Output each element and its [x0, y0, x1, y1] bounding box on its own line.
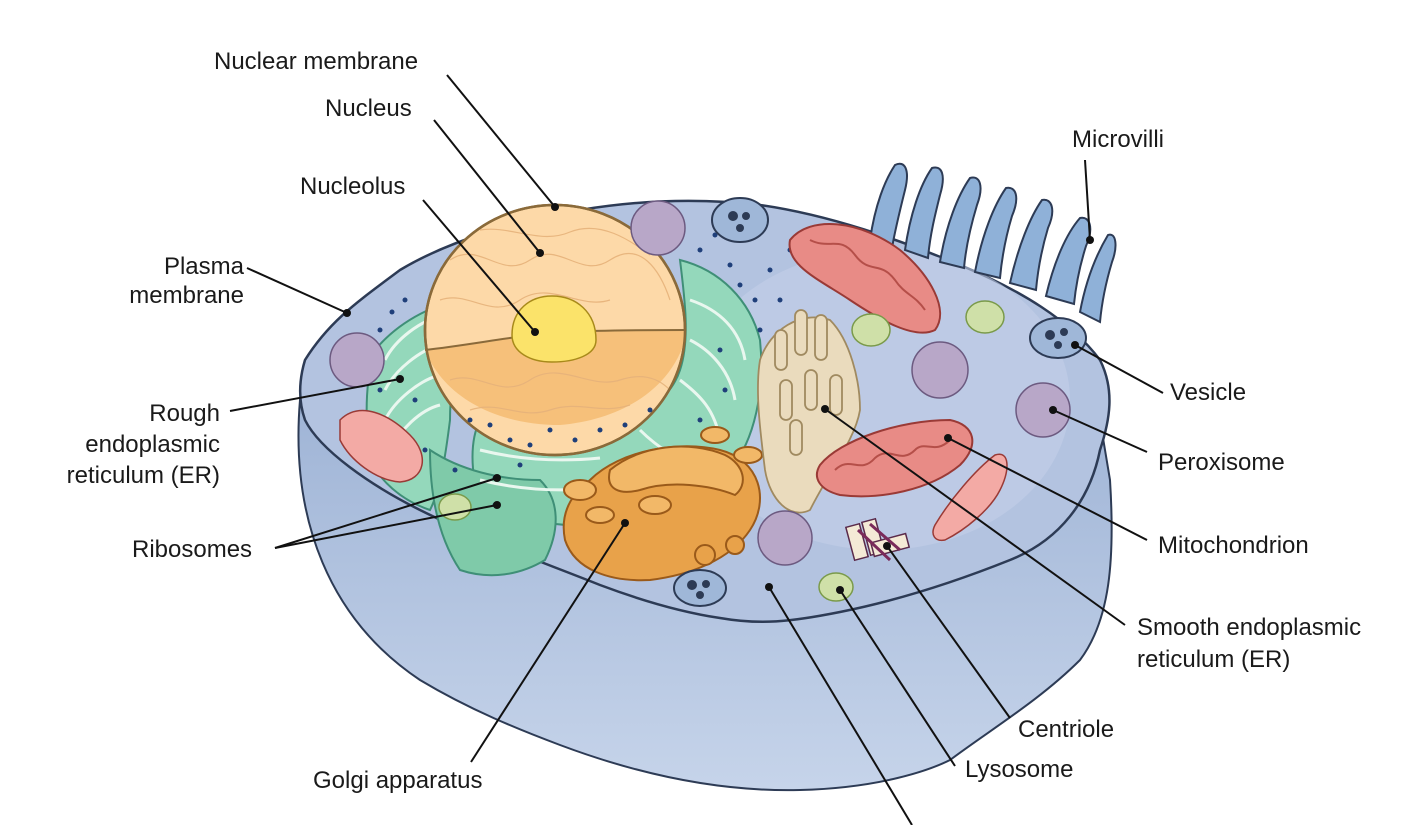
label-golgi-apparatus: Golgi apparatus	[313, 767, 483, 794]
mitochondria	[339, 223, 1008, 542]
label-ribosomes: Ribosomes	[132, 536, 253, 563]
label-smooth-er-line-2: reticulum (ER)	[1137, 646, 1291, 673]
label-rough-er-line-3: reticulum (ER)	[66, 462, 220, 489]
label-rough-er-line-1: Rough	[149, 400, 220, 427]
peroxisomes	[329, 200, 1071, 566]
vesicles	[673, 197, 1087, 607]
golgi-apparatus	[562, 426, 763, 582]
label-vesicle: Vesicle	[1170, 379, 1247, 406]
label-mitochondrion: Mitochondrion	[1158, 532, 1309, 559]
label-nuclear-membrane: Nuclear membrane	[214, 48, 419, 75]
label-plasma-membrane-line-2: membrane	[129, 282, 244, 309]
label-smooth-er-line-1: Smooth endoplasmic	[1137, 614, 1362, 641]
label-plasma-membrane-line-1: Plasma	[163, 253, 244, 280]
microvilli	[868, 162, 1117, 324]
leader-dots	[343, 203, 1094, 594]
nucleolus	[511, 295, 597, 363]
label-rough-er: Rough endoplasmic reticulum (ER)	[30, 398, 220, 491]
label-rough-er-line-2: endoplasmic	[85, 431, 220, 458]
label-smooth-er: Smooth endoplasmic reticulum (ER)	[1137, 612, 1361, 676]
label-nucleus: Nucleus	[325, 95, 412, 122]
label-nucleolus: Nucleolus	[300, 173, 406, 200]
label-peroxisome: Peroxisome	[1158, 449, 1285, 476]
label-centriole: Centriole	[1018, 716, 1115, 743]
label-lysosome: Lysosome	[965, 756, 1074, 783]
lysosomes	[438, 300, 1005, 602]
label-plasma-membrane: Plasma membrane	[100, 252, 244, 310]
leader-lines	[229, 74, 1164, 826]
label-microvilli: Microvilli	[1072, 126, 1164, 153]
